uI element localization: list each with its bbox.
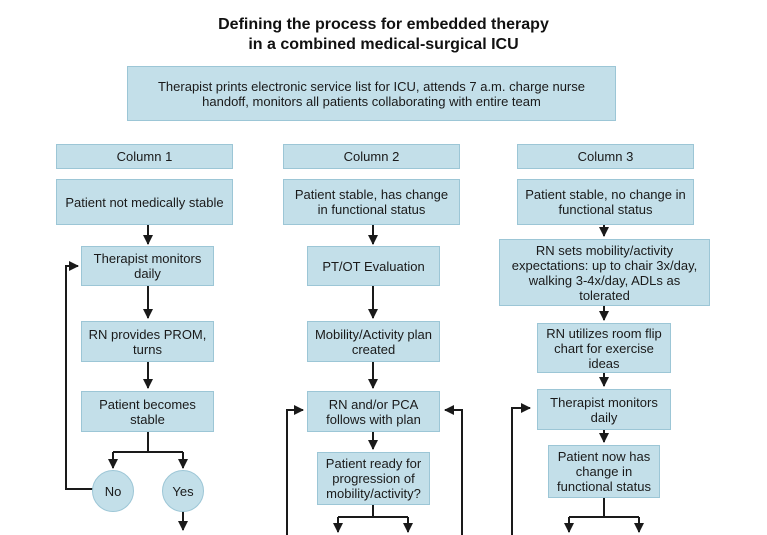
- title-line-2: in a combined medical-surgical ICU: [248, 36, 519, 53]
- loop-c2-right: [444, 405, 463, 535]
- c1-therapist-monitors-text: Therapist monitors daily: [93, 251, 202, 281]
- c2-ready-progression-text: Patient ready for progression of mobilit…: [325, 456, 422, 501]
- c1-no-label: No: [104, 483, 122, 499]
- c1-yes-circle: Yes: [162, 470, 204, 512]
- column-2-header: Column 2: [283, 144, 460, 169]
- c3-therapist-monitors-box: Therapist monitors daily: [537, 389, 671, 430]
- diagram-title: Defining the process for embedded therap…: [0, 15, 767, 55]
- c2-stable-change-box: Patient stable, has change in functional…: [283, 179, 460, 225]
- column-1-header-label: Column 1: [116, 149, 173, 164]
- loop-c1-no-to-monitor: [65, 261, 93, 490]
- c1-rn-prom-text: RN provides PROM, turns: [88, 326, 207, 357]
- c1-no-circle: No: [92, 470, 134, 512]
- c3-flip-chart-box: RN utilizes room flip chart for exercise…: [537, 323, 671, 373]
- c3-now-has-change-text: Patient now has change in functional sta…: [557, 449, 651, 494]
- c2-ptot-eval-box: PT/OT Evaluation: [307, 246, 440, 286]
- column-3-header: Column 3: [517, 144, 694, 169]
- column-3-header-label: Column 3: [577, 149, 634, 164]
- top-process-text: Therapist prints electronic service list…: [157, 78, 585, 109]
- c1-not-stable-text: Patient not medically stable: [65, 194, 224, 210]
- loop-c2-left: [286, 405, 304, 535]
- c2-rn-pca-follows-box: RN and/or PCA follows with plan: [307, 391, 440, 432]
- c1-becomes-stable-text: Patient becomes stable: [99, 396, 196, 427]
- c3-stable-no-change-box: Patient stable, no change in functional …: [517, 179, 694, 225]
- c1-therapist-monitors-box: Therapist monitors daily: [81, 246, 214, 286]
- c3-rn-sets-expectations-box: RN sets mobility/activity expectations: …: [499, 239, 710, 306]
- column-2-header-label: Column 2: [343, 149, 400, 164]
- c3-rn-sets-expectations-text: RN sets mobility/activity expectations: …: [511, 242, 698, 303]
- column-1-header: Column 1: [56, 144, 233, 169]
- c1-becomes-stable-box: Patient becomes stable: [81, 391, 214, 432]
- c2-stable-change-text: Patient stable, has change in functional…: [294, 187, 449, 217]
- loop-c3-left: [511, 403, 531, 535]
- c1-not-stable-box: Patient not medically stable: [56, 179, 233, 225]
- c2-rn-pca-follows-text: RN and/or PCA follows with plan: [326, 396, 421, 427]
- title-line-1: Defining the process for embedded therap…: [218, 16, 549, 33]
- c2-plan-created-text: Mobility/Activity plan created: [314, 326, 433, 357]
- c3-now-has-change-box: Patient now has change in functional sta…: [548, 445, 660, 498]
- c3-stable-no-change-text: Patient stable, no change in functional …: [525, 187, 686, 217]
- c2-ready-progression-box: Patient ready for progression of mobilit…: [317, 452, 430, 505]
- c2-plan-created-box: Mobility/Activity plan created: [307, 321, 440, 362]
- c1-rn-prom-box: RN provides PROM, turns: [81, 321, 214, 362]
- c3-therapist-monitors-text: Therapist monitors daily: [550, 394, 658, 425]
- c3-flip-chart-text: RN utilizes room flip chart for exercise…: [546, 325, 662, 371]
- c2-ptot-eval-text: PT/OT Evaluation: [322, 258, 425, 274]
- top-process-box: Therapist prints electronic service list…: [127, 66, 616, 121]
- c1-yes-label: Yes: [172, 483, 194, 499]
